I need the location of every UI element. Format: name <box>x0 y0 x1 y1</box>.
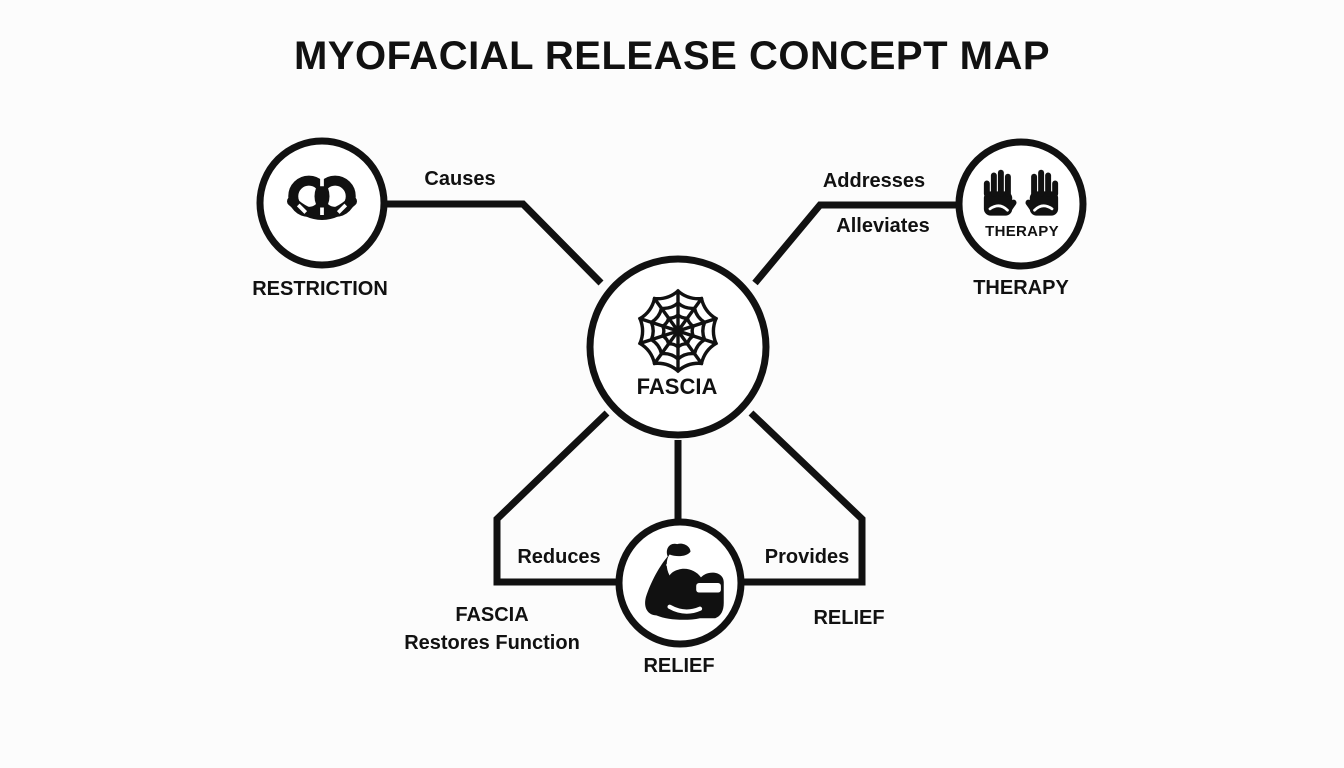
edge-fascia-relief-left <box>493 410 618 586</box>
left-caption-line2: Restores Function <box>404 632 580 654</box>
edge-label-reduces: Reduces <box>517 546 601 568</box>
edge-label-provides: Provides <box>764 546 850 568</box>
knot-icon <box>287 175 357 220</box>
bicep-icon <box>645 543 724 620</box>
restriction-node-label: RESTRICTION <box>252 278 388 300</box>
diagram-title: MYOFACIAL RELEASE CONCEPT MAP <box>293 34 1051 78</box>
edge-restriction-fascia <box>387 200 604 286</box>
therapy-node-label: THERAPY <box>973 277 1069 299</box>
therapy-node-inner-label: THERAPY <box>985 223 1059 240</box>
therapy-node-circle <box>955 138 1087 270</box>
edge-fascia-therapy <box>752 201 957 286</box>
fascia-node-label: FASCIA <box>636 374 718 399</box>
spider-web-icon <box>637 288 719 374</box>
relief-node-label: RELIEF <box>643 655 715 677</box>
edge-label-addresses: Addresses <box>822 170 926 192</box>
left-caption-line1: FASCIA <box>455 604 529 626</box>
edge-label-alleviates: Alleviates <box>836 215 930 237</box>
edge-label-causes: Causes <box>424 168 496 190</box>
edge-fascia-relief-right <box>742 410 866 586</box>
right-caption-relief: RELIEF <box>813 607 885 629</box>
